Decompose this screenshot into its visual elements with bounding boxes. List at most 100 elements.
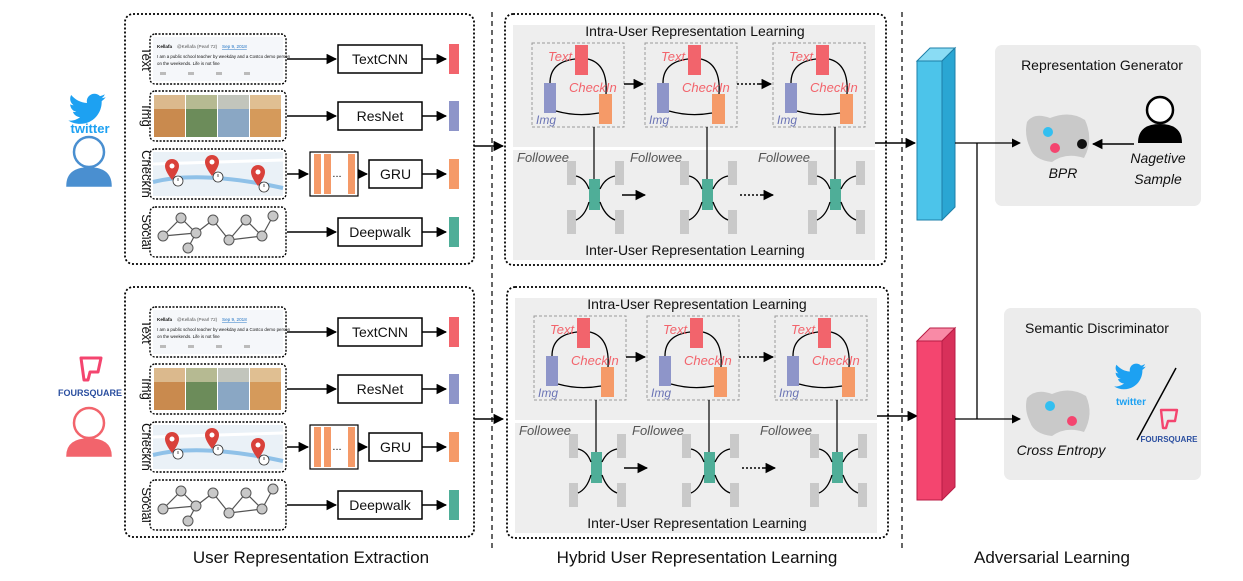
inter-edge bbox=[575, 175, 590, 190]
sequence-step bbox=[314, 427, 321, 467]
tweet-action-icon bbox=[216, 72, 222, 75]
tweet-action-icon bbox=[244, 72, 250, 75]
inter-edge bbox=[818, 474, 833, 494]
graph-node bbox=[240, 214, 252, 226]
map-pin-icon bbox=[165, 432, 179, 453]
module-label: ResNet bbox=[357, 381, 404, 397]
module-box bbox=[337, 374, 423, 404]
intra-edge bbox=[662, 58, 689, 84]
tweet-action-icon bbox=[188, 72, 194, 75]
generator-blue-dot bbox=[1043, 127, 1053, 137]
inter-edge bbox=[599, 201, 616, 221]
module-label: ResNet bbox=[357, 108, 404, 124]
photo-sky bbox=[250, 95, 281, 109]
twitter-bird-icon bbox=[68, 93, 106, 124]
text-feature-bar bbox=[690, 318, 703, 348]
map-pin-dot bbox=[255, 442, 261, 448]
module-label: Deepwalk bbox=[349, 497, 411, 513]
img-label: Img bbox=[777, 113, 797, 127]
module-label: TextCNN bbox=[352, 324, 408, 340]
followee-node bbox=[810, 483, 819, 507]
inter-edge bbox=[842, 448, 859, 463]
inter-edge bbox=[816, 201, 831, 221]
discriminator-blue-dot bbox=[1045, 401, 1055, 411]
inter-edge bbox=[599, 175, 616, 190]
text-label: Text bbox=[548, 49, 573, 64]
tweet-action-icon bbox=[160, 72, 166, 75]
adversarial-connectors bbox=[955, 138, 1021, 424]
twitter-wordmark: twitter bbox=[71, 121, 110, 136]
img-feature-bar bbox=[659, 356, 671, 386]
inter-edge bbox=[601, 448, 618, 463]
tweet-date: Sep 9, 2018 bbox=[222, 44, 247, 49]
inter-edge bbox=[575, 201, 590, 221]
map-pin-dot bbox=[169, 436, 175, 442]
sequence-step bbox=[324, 154, 331, 194]
sequence-step bbox=[348, 154, 355, 194]
inter-edge bbox=[688, 175, 703, 190]
intra-edge bbox=[828, 58, 848, 95]
followee-node bbox=[567, 161, 576, 185]
img-feature-bar bbox=[546, 356, 558, 386]
sequence-step bbox=[348, 427, 355, 467]
text-feature-bar bbox=[818, 318, 831, 348]
inter-edge bbox=[816, 175, 831, 190]
foursquare-output-logo-icon bbox=[1159, 408, 1179, 430]
graph-node bbox=[256, 230, 268, 242]
tweet-line-1: I am a public school teacher by weekday … bbox=[157, 54, 291, 59]
user-node bbox=[832, 452, 843, 483]
checkin-feature-bar bbox=[599, 94, 612, 124]
feature-bar bbox=[449, 317, 459, 347]
photo-sky bbox=[250, 368, 281, 382]
module-label: TextCNN bbox=[352, 51, 408, 67]
negative-sample-line1: Nagetive bbox=[1130, 150, 1185, 166]
inter-title: Inter-User Representation Learning bbox=[585, 242, 804, 258]
followee-node bbox=[856, 161, 865, 185]
sequence-step bbox=[324, 427, 331, 467]
inter-edge bbox=[840, 201, 857, 221]
photo-sky bbox=[186, 95, 217, 109]
followee-label: Followee bbox=[632, 423, 684, 438]
checkin-label: CheckIn bbox=[684, 353, 732, 368]
graph-node bbox=[207, 214, 219, 226]
followee-node bbox=[615, 210, 624, 234]
negative-sample-user-icon bbox=[1138, 95, 1182, 143]
inter-edge bbox=[577, 448, 592, 463]
tweet-line-2: on the weekends. Life is not fine bbox=[157, 334, 220, 339]
inter-edge bbox=[690, 474, 705, 494]
foursquare-wordmark: FOURSQUARE bbox=[58, 388, 122, 398]
negative-sample-line2: Sample bbox=[1134, 171, 1182, 187]
feature-bar bbox=[449, 374, 459, 404]
inter-cell-foursquare-2: Followee bbox=[760, 400, 867, 507]
checkin-label: CheckIn bbox=[569, 80, 617, 95]
user-node bbox=[830, 179, 841, 210]
feature-bar bbox=[449, 490, 459, 520]
photo-sky bbox=[154, 368, 185, 382]
feature-bar bbox=[449, 217, 459, 247]
feature-bar bbox=[449, 44, 459, 74]
followee-node bbox=[680, 210, 689, 234]
module-label: Deepwalk bbox=[349, 224, 411, 240]
generator-title: Representation Generator bbox=[1021, 57, 1183, 73]
intra-title: Intra-User Representation Learning bbox=[587, 296, 806, 312]
tweet-line-2: on the weekends. Life is not fine bbox=[157, 61, 220, 66]
module-label: GRU bbox=[380, 166, 411, 182]
user-node bbox=[589, 179, 600, 210]
intra-edge bbox=[551, 331, 578, 357]
intra-edge bbox=[700, 58, 720, 95]
tweet-action-icon bbox=[188, 345, 194, 348]
img-label: Img bbox=[649, 113, 669, 127]
graph-edge bbox=[162, 505, 197, 510]
inter-edge bbox=[840, 175, 857, 190]
intra-edge bbox=[670, 383, 715, 389]
text-feature-bar bbox=[575, 45, 588, 75]
intra-edge bbox=[702, 331, 722, 368]
inter-cell-twitter-1: Followee bbox=[630, 127, 737, 234]
module-box bbox=[337, 217, 423, 247]
graph-node bbox=[190, 500, 202, 512]
intra-cell-frame bbox=[646, 315, 740, 401]
module-box bbox=[368, 432, 423, 462]
graph-node bbox=[240, 487, 252, 499]
tweet-name: Kellafa bbox=[157, 317, 173, 322]
graph-node bbox=[267, 210, 279, 222]
